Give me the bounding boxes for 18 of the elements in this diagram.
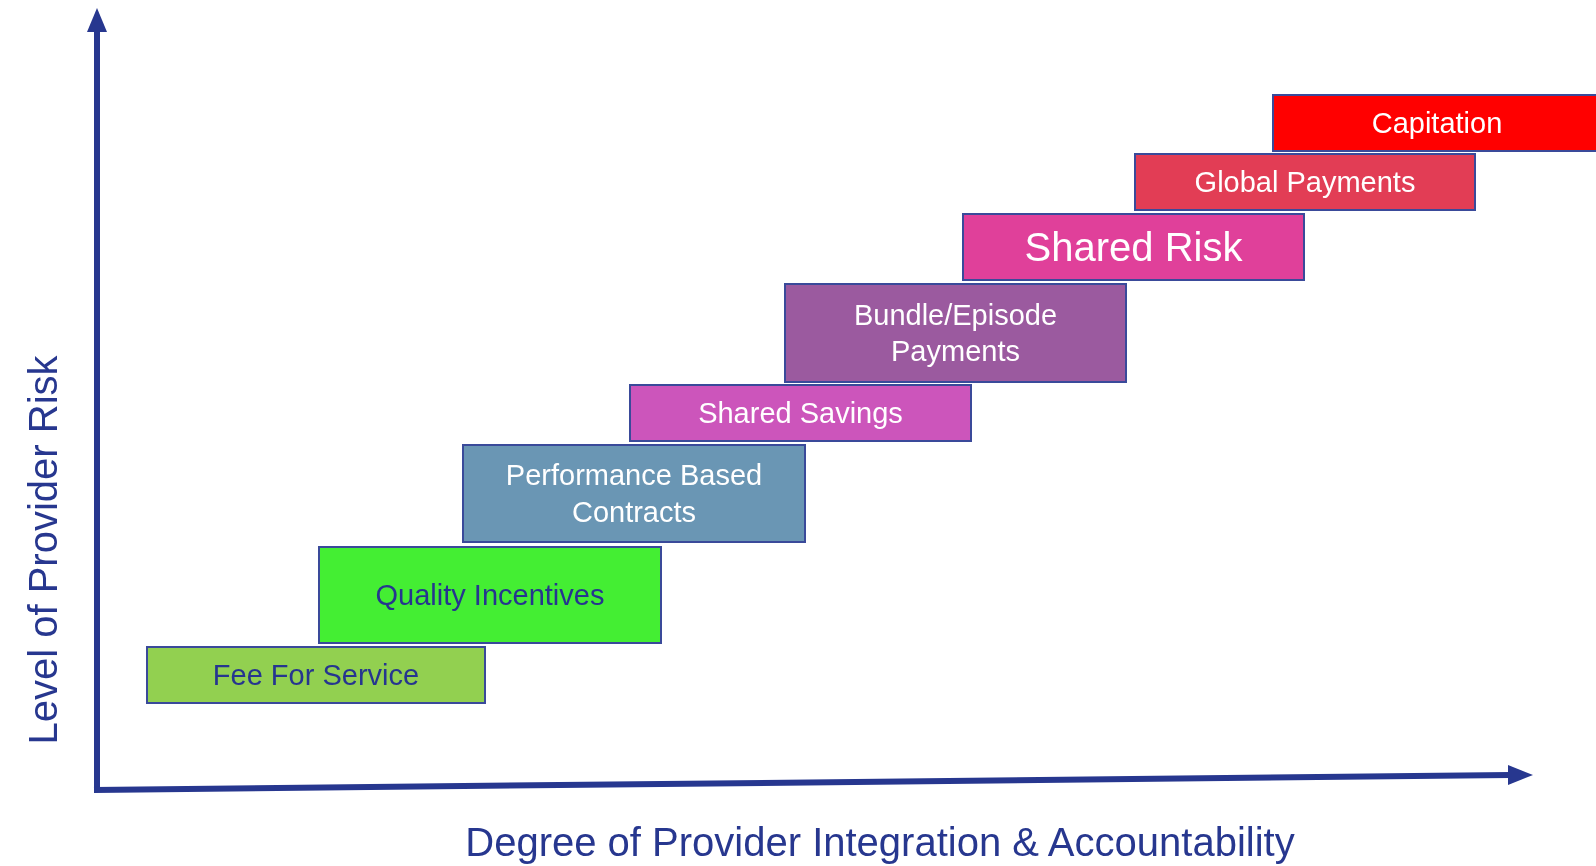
step-label: Capitation: [1370, 105, 1504, 141]
step-label: Shared Risk: [1023, 224, 1244, 271]
step-box: [146, 646, 486, 704]
step-box: [1272, 94, 1596, 152]
step-label: Quality Incentives: [374, 577, 606, 613]
step-label: Global Payments: [1193, 164, 1417, 200]
step-label: Fee For Service: [211, 657, 421, 693]
axis-title: Level of Provider Risk: [20, 355, 66, 745]
step-label: Shared Savings: [697, 395, 904, 431]
step-box: [462, 444, 806, 543]
step-box: [784, 283, 1127, 383]
step-box: [318, 546, 662, 644]
step-label: Performance Based Contracts: [504, 458, 764, 530]
step-box: [629, 384, 972, 442]
step-box: [962, 213, 1305, 281]
step-box: [1134, 153, 1476, 211]
axis-title: Degree of Provider Integration & Accountability: [465, 819, 1295, 866]
step-label: Bundle/Episode Payments: [852, 297, 1059, 369]
